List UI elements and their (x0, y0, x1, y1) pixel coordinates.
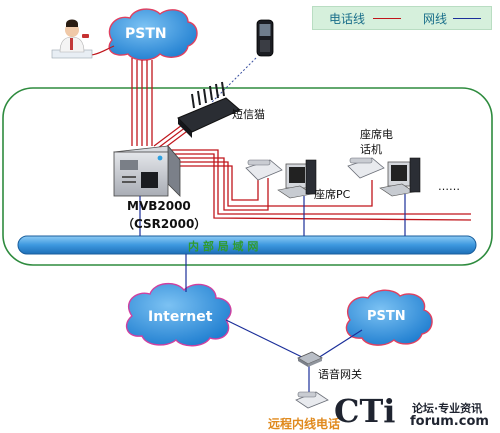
intranet-frame (2, 87, 493, 266)
internet-label: Internet (148, 309, 213, 325)
sms-cat-label: 短信猫 (232, 108, 265, 121)
more-seats-ellipsis: …… (438, 180, 460, 193)
lan-label: 内 部 局 域 网 (188, 240, 259, 253)
legend-network-line-label: 网线 (423, 12, 448, 26)
pstn-top-cloud (108, 8, 198, 61)
legend: 电话线 网线 (312, 6, 492, 30)
seat-pc-label: 座席PC (314, 188, 351, 201)
watermark-brand: CTi (334, 392, 396, 430)
seat-phone-2 (347, 157, 385, 179)
watermark-tagline: 论坛·专业资讯 (412, 402, 483, 415)
seat-pc-2 (379, 157, 421, 197)
mvb2000-server (113, 144, 181, 197)
server-model-alt-label: （CSR2000） (122, 217, 207, 231)
pstn-bottom-cloud (345, 289, 433, 346)
legend-network-line-swatch (453, 18, 481, 19)
watermark-domain: forum.com (410, 414, 489, 429)
caller-person-icon (51, 19, 93, 59)
server-model-label: MVB2000 (127, 199, 191, 213)
seat-phone-1 (245, 159, 283, 181)
network-links (139, 194, 406, 392)
remote-phone-icon (295, 391, 329, 409)
pstn-trunk-lines (131, 58, 153, 146)
legend-phone-line-swatch (373, 18, 401, 19)
seat-pc-1 (277, 159, 317, 199)
voice-gateway-label: 语音网关 (318, 368, 362, 381)
pstn-top-label: PSTN (125, 26, 167, 42)
seat-phone-label: 座席电话机 (360, 128, 393, 156)
pstn-bottom-label: PSTN (367, 309, 406, 324)
lan-bus (17, 235, 477, 255)
seat-phone-lines (168, 149, 472, 221)
voice-gateway-device (297, 351, 323, 367)
remote-extension-label: 远程内线电话 (268, 417, 341, 431)
legend-phone-line-label: 电话线 (329, 12, 366, 26)
sms-cat-device (177, 81, 241, 138)
mobile-phone-icon (256, 19, 274, 57)
